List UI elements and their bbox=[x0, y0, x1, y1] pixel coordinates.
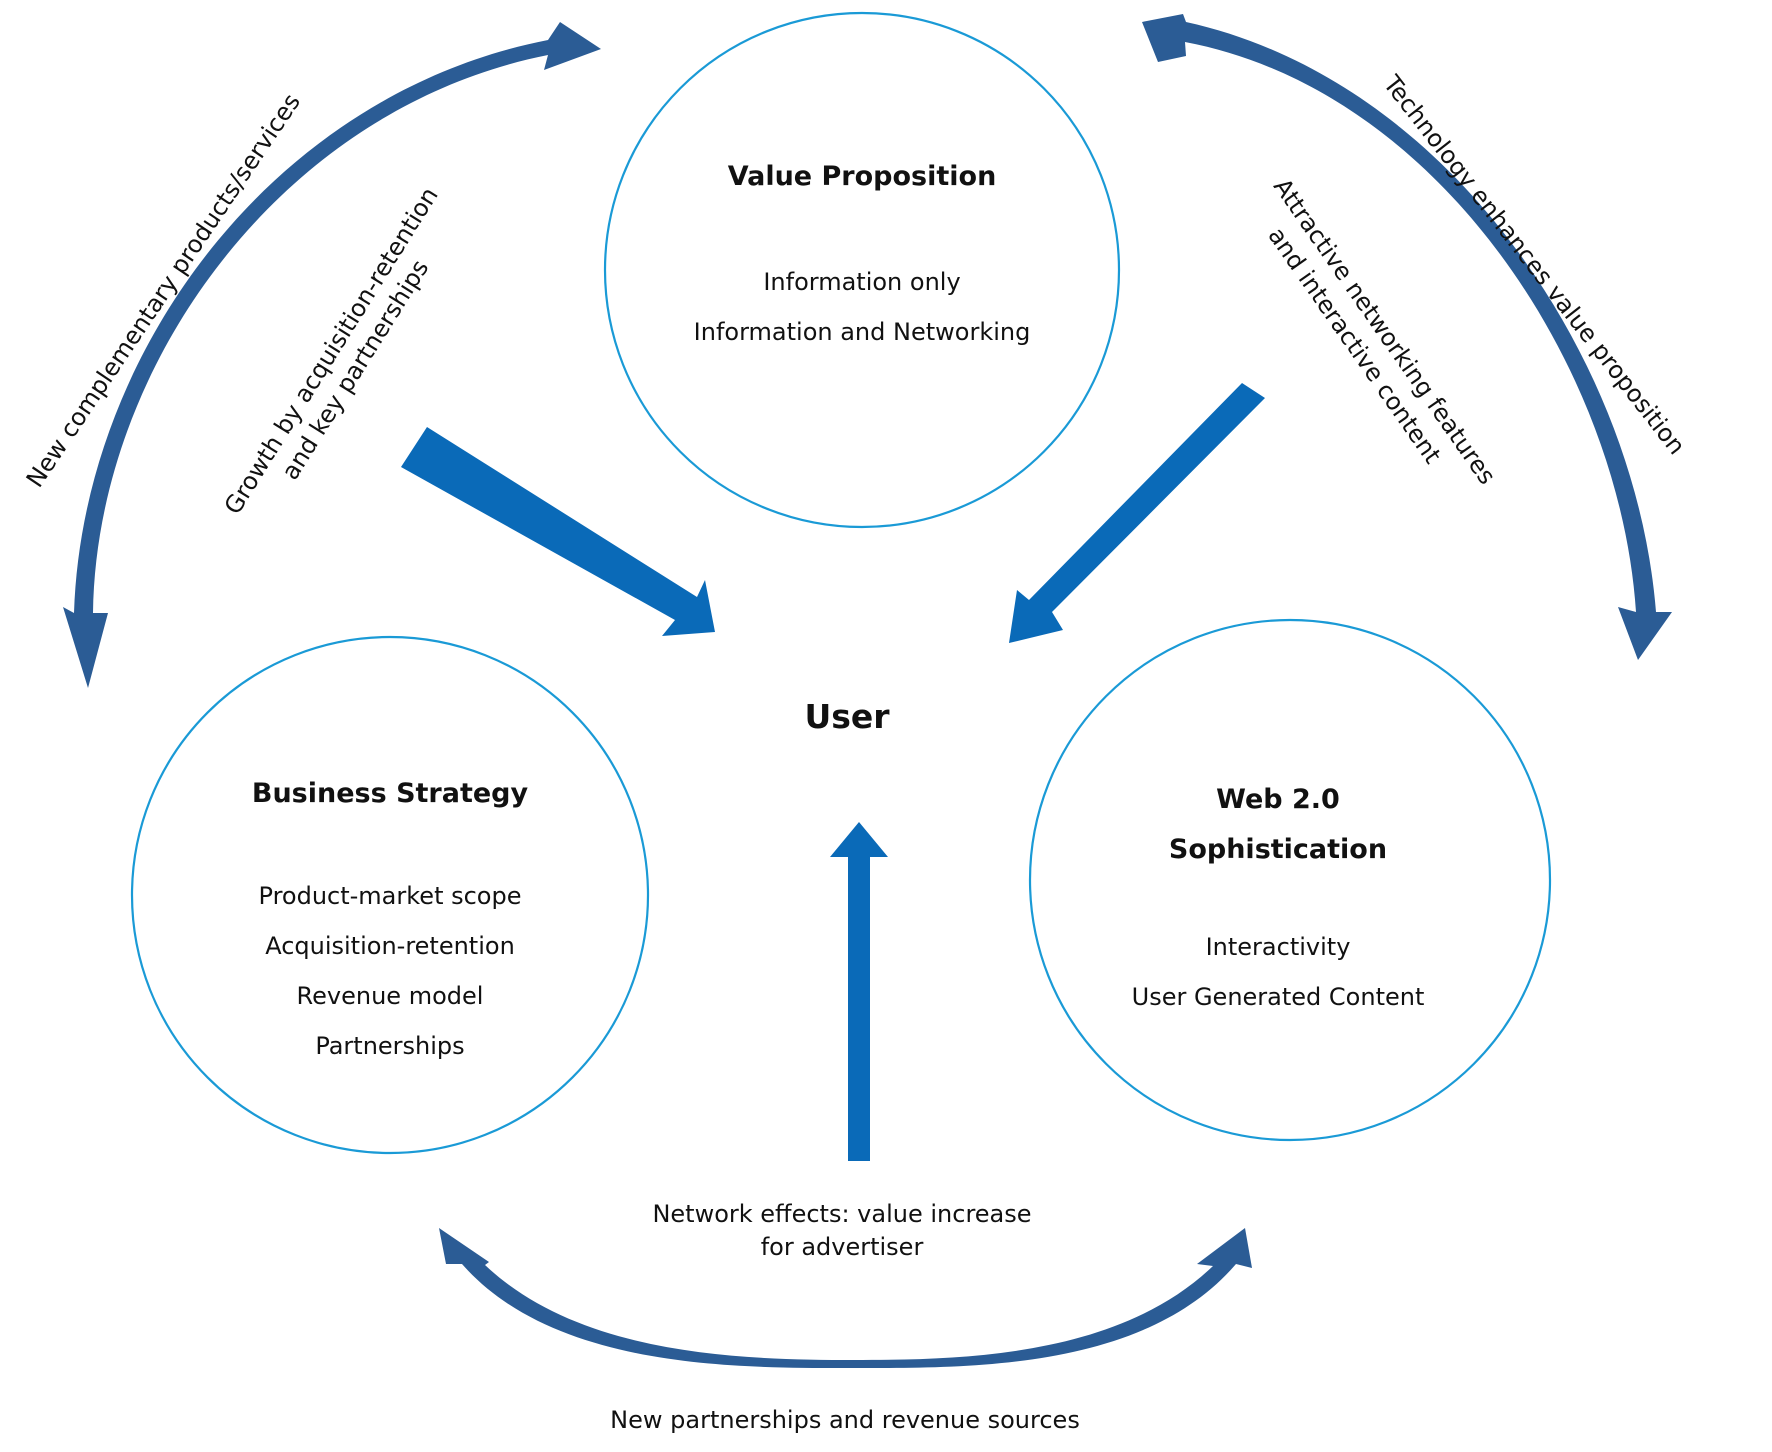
business-strategy-title: Business Strategy bbox=[252, 778, 529, 809]
curved-arrow-technology bbox=[1142, 14, 1672, 660]
web20-item: Interactivity bbox=[1206, 933, 1351, 961]
value-proposition-title: Value Proposition bbox=[728, 161, 997, 192]
business-strategy-item: Revenue model bbox=[297, 982, 484, 1010]
label-network-line2: for advertiser bbox=[761, 1233, 924, 1261]
web20-circle bbox=[1028, 618, 1552, 1142]
web20-title: Web 2.0 bbox=[1216, 784, 1340, 815]
arrow-growth-to-user bbox=[401, 427, 715, 636]
business-strategy-circle bbox=[130, 635, 650, 1155]
business-strategy-item: Acquisition-retention bbox=[265, 932, 515, 960]
value-proposition-item: Information and Networking bbox=[694, 318, 1031, 346]
value-proposition-item: Information only bbox=[763, 268, 960, 296]
label-attractive-line1: Attractive networking features bbox=[1268, 173, 1501, 489]
arrow-attractive-to-user bbox=[1009, 383, 1265, 643]
arrow-network-to-user bbox=[830, 822, 888, 1161]
label-new-partnerships: New partnerships and revenue sources bbox=[610, 1406, 1080, 1434]
label-attractive-line2: and interactive content bbox=[1262, 222, 1446, 468]
business-strategy-item: Product-market scope bbox=[259, 882, 522, 910]
value-proposition-circle bbox=[603, 11, 1121, 529]
user-label: User bbox=[804, 697, 890, 736]
label-network-line1: Network effects: value increase bbox=[652, 1200, 1031, 1228]
web20-title: Sophistication bbox=[1169, 834, 1387, 865]
business-strategy-item: Partnerships bbox=[315, 1032, 464, 1060]
web20-item: User Generated Content bbox=[1132, 983, 1425, 1011]
